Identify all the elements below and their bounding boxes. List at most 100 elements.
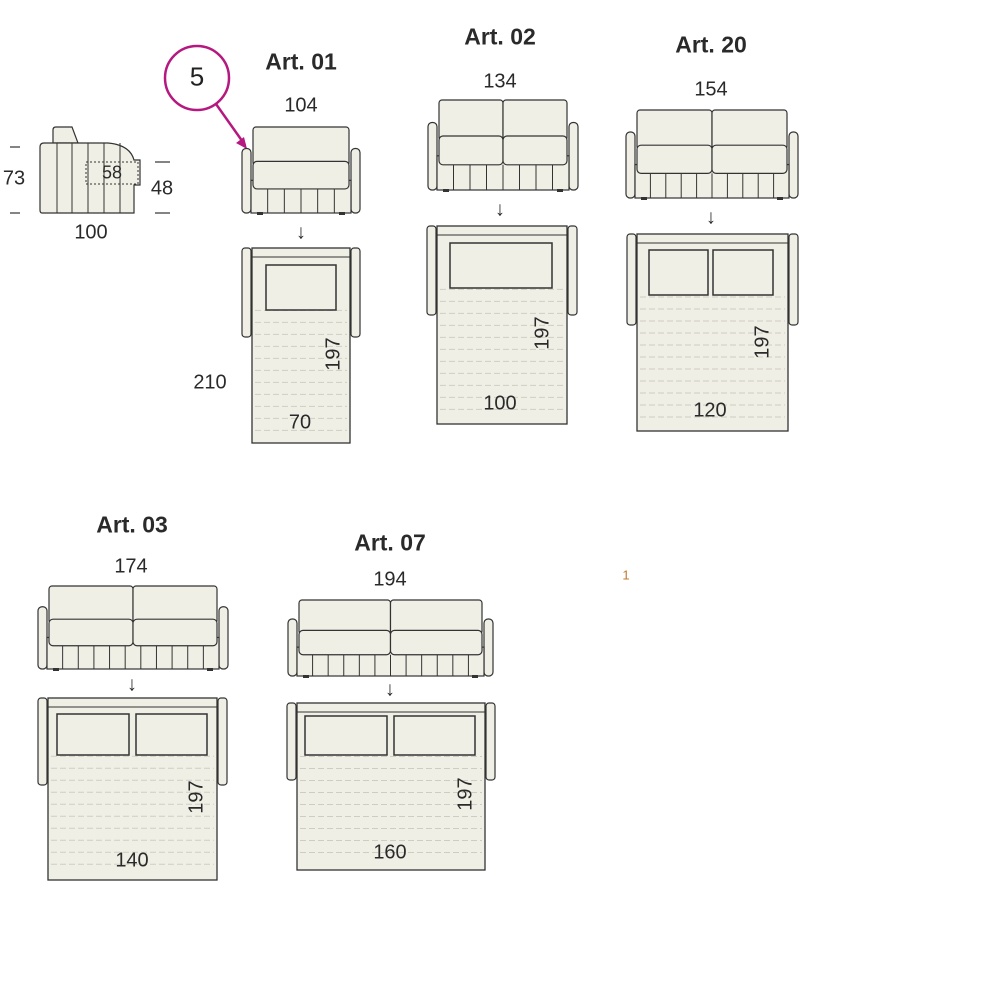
seat-cushion [48,618,134,647]
armrest-left [426,225,437,316]
model-width: 104 [284,94,318,117]
back-cushion [438,99,504,142]
foot [557,189,563,192]
seat-cushion [389,629,483,656]
bed-width: 120 [693,399,727,422]
bed-width: 160 [373,841,407,864]
armrest-right [788,233,799,326]
armrest-left [626,233,637,326]
model-width: 174 [114,555,148,578]
side-backrest [52,126,79,144]
foot [207,668,213,671]
pillow [56,713,130,756]
foot [472,675,478,678]
armrest-right [350,247,361,338]
foot [443,189,449,192]
side-seat-depth-label: 58 [101,162,123,183]
sofa-front-view [427,99,579,192]
model-title: Art. 07 [354,529,426,556]
foot [641,197,647,200]
seat-cushion [252,160,350,190]
bed-plan-view [626,233,799,432]
foot [257,212,263,215]
armrest-right [218,606,229,670]
armrest-left [37,697,48,786]
bed-plan-view [37,697,228,881]
model-title: Art. 20 [675,31,747,58]
seat-cushion [711,144,788,174]
armrest-left [625,131,636,199]
arrow-down-icon: ↓ [296,221,306,244]
seat-cushion [132,618,218,647]
back-cushion [711,109,788,151]
bed-length: 197 [751,325,774,359]
armrest-left [241,147,252,214]
bed-plan-view [286,702,496,871]
armrest-right [567,225,578,316]
sofa-front-view [241,126,361,215]
bed-width: 100 [483,392,517,415]
bed-width: 140 [115,849,149,872]
armrest-right [483,618,494,677]
armrest-right [350,147,361,214]
back-cushion [252,126,350,167]
back-cushion [48,585,134,624]
side-view [10,126,170,214]
sofa-front-view [37,585,229,671]
stray-mark: 1 [622,567,630,583]
model-width: 154 [694,78,728,101]
seat-cushion [298,629,392,656]
arrow-down-icon: ↓ [495,198,505,221]
back-cushion [636,109,713,151]
armrest-left [287,618,298,677]
side-depth-label: 100 [74,221,108,244]
pillow [393,715,476,756]
model-width: 194 [373,568,407,591]
foot [339,212,345,215]
bed-plan-view [426,225,578,425]
armrest-right [485,702,496,781]
armrest-left [286,702,297,781]
pillow [712,249,774,296]
arrow-down-icon: ↓ [127,673,137,696]
callout-arrow-line [214,103,247,146]
bed-width: 70 [288,411,312,434]
pillow [135,713,208,756]
model-title: Art. 01 [265,48,337,75]
model-width: 134 [483,70,517,93]
armrest-right [788,131,799,199]
pillow [265,264,337,311]
back-cushion [132,585,218,624]
back-cushion [298,599,392,635]
model-title: Art. 02 [464,23,536,50]
bed-length: 197 [185,780,208,814]
armrest-right [568,121,579,191]
pillow [304,715,388,756]
seat-cushion [636,144,713,174]
armrest-right [217,697,228,786]
bed-plan-view [241,247,361,444]
foot [303,675,309,678]
callout-circle [163,44,231,112]
back-cushion [502,99,568,142]
arrow-down-icon: ↓ [385,678,395,701]
foot [777,197,783,200]
callout-arrowhead [236,137,247,149]
seat-cushion [438,135,504,166]
side-body [39,142,141,214]
side-height-label: 73 [2,167,26,190]
sofa-front-view [287,599,494,678]
callout-number: 5 [189,61,205,92]
armrest-left [427,121,438,191]
arrow-down-icon: ↓ [706,206,716,229]
bed-length: 197 [531,316,554,350]
model-title: Art. 03 [96,511,168,538]
seat-cushion [502,135,568,166]
bed-length: 197 [322,337,345,371]
armrest-left [241,247,252,338]
bed-length: 197 [454,777,477,811]
pillow [449,242,553,289]
open-length: 210 [193,371,227,394]
pillow [648,249,709,296]
